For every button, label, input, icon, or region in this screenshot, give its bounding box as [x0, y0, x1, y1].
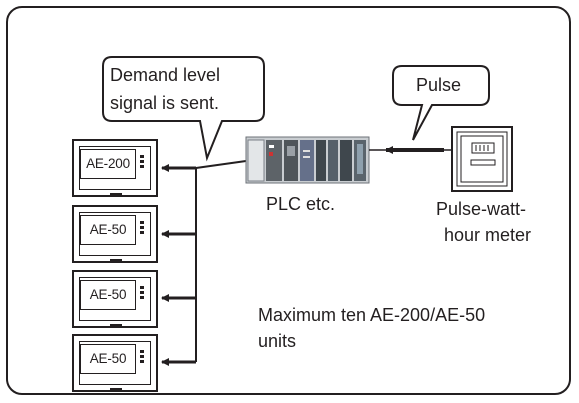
plc-label: PLC etc.: [266, 193, 335, 215]
unit-model-label: AE-200: [80, 149, 136, 179]
controller-unit-4: AE-50: [72, 334, 158, 392]
unit-model-label: AE-50: [80, 280, 136, 310]
unit-model-label: AE-50: [80, 344, 136, 374]
unit-model-label: AE-50: [80, 215, 136, 245]
meter-label-line2: hour meter: [444, 224, 531, 246]
bus-to-plc-line: [196, 161, 246, 168]
meter-label-line1: Pulse-watt-: [436, 198, 526, 220]
controller-unit-2: AE-50: [72, 205, 158, 263]
controller-unit-1: AE-200: [72, 139, 158, 197]
controller-unit-3: AE-50: [72, 270, 158, 328]
note-line2: units: [258, 330, 296, 352]
watt-hour-meter-icon: [452, 127, 512, 191]
plc-rack: [246, 137, 369, 183]
pulse-callout-label: Pulse: [416, 74, 461, 96]
note-line1: Maximum ten AE-200/AE-50: [258, 304, 485, 326]
demand-callout-line2: signal is sent.: [110, 92, 219, 114]
demand-callout-line1: Demand level: [110, 64, 220, 86]
